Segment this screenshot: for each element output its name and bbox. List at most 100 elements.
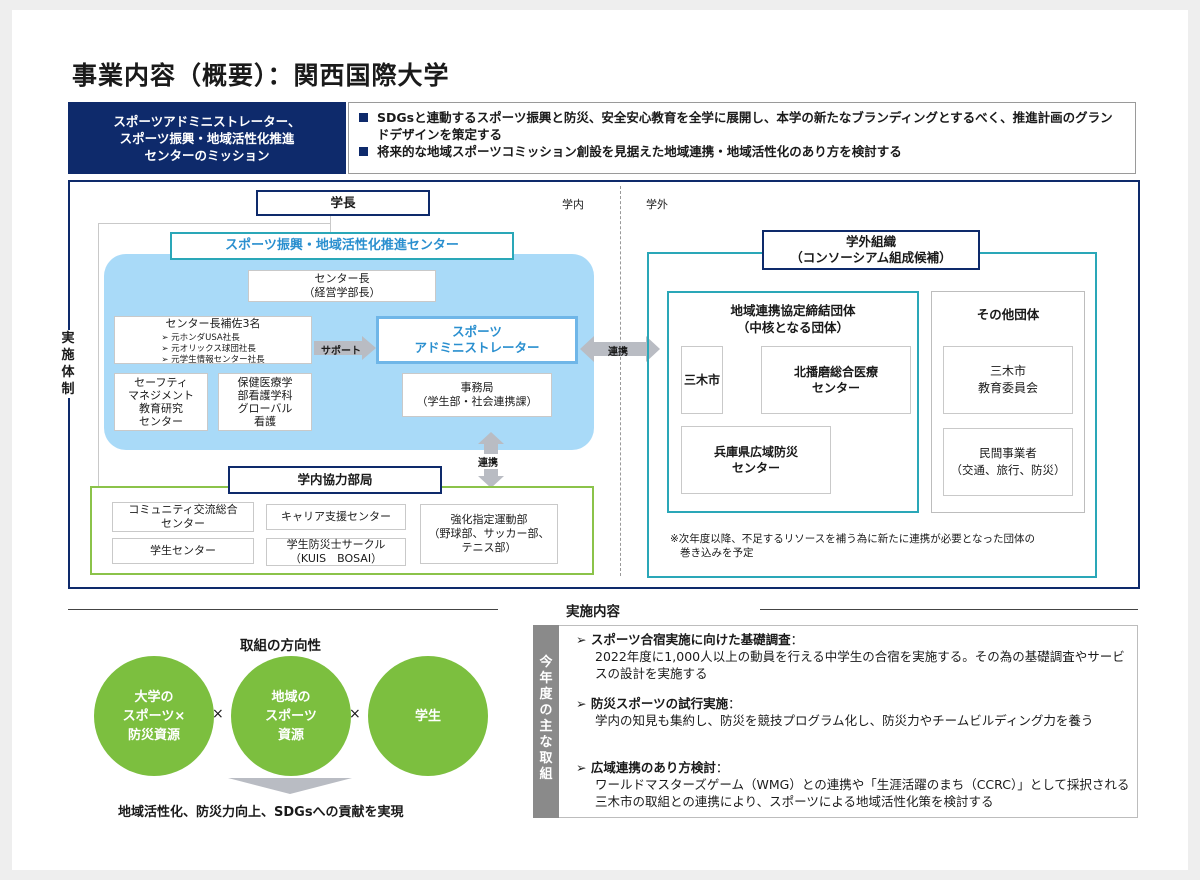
activity-colon: ： [790, 632, 804, 647]
director-box: センター長 （経営学部長） [248, 270, 436, 302]
side-label-char: 制 [61, 382, 75, 397]
circle-regional-resources: 地域の スポーツ 資源 [231, 656, 351, 776]
mission-bullets: SDGsと連動するスポーツ振興と防災、安全安心教育を全学に展開し、本学の新たなブ… [348, 102, 1136, 174]
circle-line: 地域の [271, 689, 311, 705]
mission-bullet: 将来的な地域スポーツコミッション創設を見据えた地域連携・地域活性化のあり方を検討… [359, 143, 1125, 160]
office-box: 事務局 （学生部・社会連携課） [402, 373, 552, 417]
nursing-line: 看護 [254, 415, 276, 428]
cooperation-title-box: 学内協力部局 [228, 466, 442, 494]
director-line: センター長 [314, 272, 370, 285]
external-title-line: （コンソーシアム組成候補） [790, 250, 952, 265]
assistant-item: 元ホンダUSA社長 [161, 333, 264, 344]
direction-result: 地域活性化、防災力向上、SDGsへの貢献を実現 [118, 805, 404, 820]
other-orgs-title: その他団体 [976, 307, 1040, 322]
down-arrow-icon [228, 778, 352, 794]
section-rule [760, 609, 1138, 610]
campus-in-label: 学内 [562, 198, 584, 211]
hyogo-line: 兵庫県広域防災 [713, 445, 798, 459]
side-char: 取 [539, 751, 553, 766]
kitaharima-line: センター [811, 381, 860, 395]
assistant-item: 元学生情報センター社長 [161, 355, 265, 366]
activity-item: スポーツ合宿実施に向けた基礎調査： 2022年度に1,000人以上の動員を行える… [576, 631, 1136, 682]
circle-line: 資源 [277, 727, 304, 743]
education-board-line: 三木市 [989, 364, 1026, 378]
side-char: な [539, 735, 553, 750]
administrator-box: スポーツ アドミニストレーター [376, 316, 578, 364]
campus-out-label: 学外 [646, 198, 668, 211]
side-char: 今 [539, 655, 553, 670]
student-center-box: 学生センター [112, 538, 254, 564]
activity-body: 2022年度に1,000人以上の動員を行える中学生の合宿を実施する。その為の基礎… [595, 649, 1125, 681]
circle-line: 学生 [414, 708, 441, 724]
activity-item: 防災スポーツの試行実施： 学内の知見も集約し、防災を競技プログラム化し、防災力や… [576, 695, 1136, 729]
connector-line [98, 223, 99, 487]
kitaharima-line: 北播磨総合医療 [793, 365, 878, 379]
activity-body: ワールドマスターズゲーム（WMG）との連携や「生涯活躍のまち（CCRC）」として… [595, 777, 1130, 809]
activity-item: 広域連携のあり方検討： ワールドマスターズゲーム（WMG）との連携や「生涯活躍の… [576, 759, 1136, 810]
side-char: 度 [539, 687, 553, 702]
side-label-char: 体 [61, 365, 75, 380]
center-title: スポーツ振興・地域活性化推進センター [225, 238, 459, 253]
community-line: センター [161, 517, 205, 530]
connector-line [98, 223, 330, 224]
assistant-box: センター長補佐3名 元ホンダUSA社長 元オリックス球団社長 元学生情報センター… [114, 316, 312, 366]
miki-city-box: 三木市 [681, 346, 723, 414]
nursing-line: 部看護学科 [237, 389, 293, 402]
support-arrow [314, 336, 376, 360]
education-board-box: 三木市 教育委員会 [943, 346, 1073, 414]
circle-university-resources: 大学の スポーツ× 防災資源 [94, 656, 214, 776]
times-symbol: × [212, 706, 224, 722]
administrator-line: アドミニストレーター [414, 340, 540, 355]
kitaharima-box: 北播磨総合医療 センター [761, 346, 911, 414]
activities-side-label: 今 年 度 の 主 な 取 組 [533, 625, 559, 818]
safety-line: マネジメント [128, 389, 194, 402]
safety-center-box: セーフティ マネジメント 教育研究 センター [114, 373, 208, 431]
director-line: （経営学部長） [303, 286, 381, 299]
president-label: 学長 [330, 195, 356, 210]
external-title-line: 学外組織 [845, 234, 896, 249]
implementation-title: 実施内容 [566, 604, 620, 620]
career-center-box: キャリア支援センター [266, 504, 406, 530]
mission-label-line: センターのミッション [144, 147, 270, 163]
link-label-horizontal: 連携 [608, 347, 628, 358]
administrator-line: スポーツ [452, 324, 502, 339]
external-title-box: 学外組織 （コンソーシアム組成候補） [762, 230, 980, 270]
core-partners-title: 地域連携協定締結団体 （中核となる団体） [667, 302, 919, 336]
circle-students: 学生 [368, 656, 488, 776]
nursing-line: グローバル [237, 402, 293, 415]
core-title-line: 地域連携協定締結団体 [730, 303, 856, 318]
mission-label: スポーツアドミニストレーター、 スポーツ振興・地域活性化推進 センターのミッショ… [68, 102, 346, 174]
center-title-box: スポーツ振興・地域活性化推進センター [170, 232, 514, 260]
external-note: ※次年度以降、不足するリソースを補う為に新たに連携が必要となった団体の 巻き込み… [670, 532, 1035, 560]
campus-divider [620, 186, 621, 576]
activity-head: 広域連携のあり方検討 [576, 760, 716, 775]
activity-head: スポーツ合宿実施に向けた基礎調査 [576, 632, 791, 647]
square-bullet-icon [359, 113, 368, 122]
safety-line: センター [139, 415, 183, 428]
sports-clubs-line: （野球部、サッカー部、 [428, 527, 550, 540]
mission-label-line: スポーツ振興・地域活性化推進 [119, 130, 295, 146]
link-arrow-horizontal [580, 336, 660, 362]
nursing-line: 保健医療学 [237, 376, 293, 389]
hyogo-disaster-box: 兵庫県広域防災 センター [681, 426, 831, 494]
activity-body: 学内の知見も集約し、防災を競技プログラム化し、防災力やチームビルディング力を養う [595, 713, 1094, 728]
safety-line: セーフティ [134, 376, 188, 389]
community-center-box: コミュニティ交流総合 センター [112, 502, 254, 532]
side-label-char: 施 [61, 348, 75, 363]
side-char: 年 [539, 671, 553, 686]
sports-clubs-line: 強化指定運動部 [450, 513, 528, 526]
mission-label-line: スポーツアドミニストレーター、 [113, 113, 301, 129]
bosai-line: 学生防災士サークル [286, 538, 386, 551]
safety-line: 教育研究 [139, 402, 183, 415]
community-line: コミュニティ交流総合 [128, 503, 238, 516]
side-char: 主 [539, 719, 553, 734]
page-title: 事業内容（概要）：関西国際大学 [72, 61, 450, 90]
private-business-line: （交通、旅行、防災） [950, 463, 1066, 477]
cooperation-title: 学内協力部局 [297, 472, 373, 487]
section-rule [68, 609, 498, 610]
bosai-circle-box: 学生防災士サークル （KUIS BOSAI） [266, 538, 406, 566]
note-line: 巻き込みを予定 [680, 547, 754, 559]
activity-colon: ： [728, 696, 741, 711]
private-business-line: 民間事業者 [979, 446, 1037, 460]
student-center-label: 学生センター [150, 544, 216, 557]
